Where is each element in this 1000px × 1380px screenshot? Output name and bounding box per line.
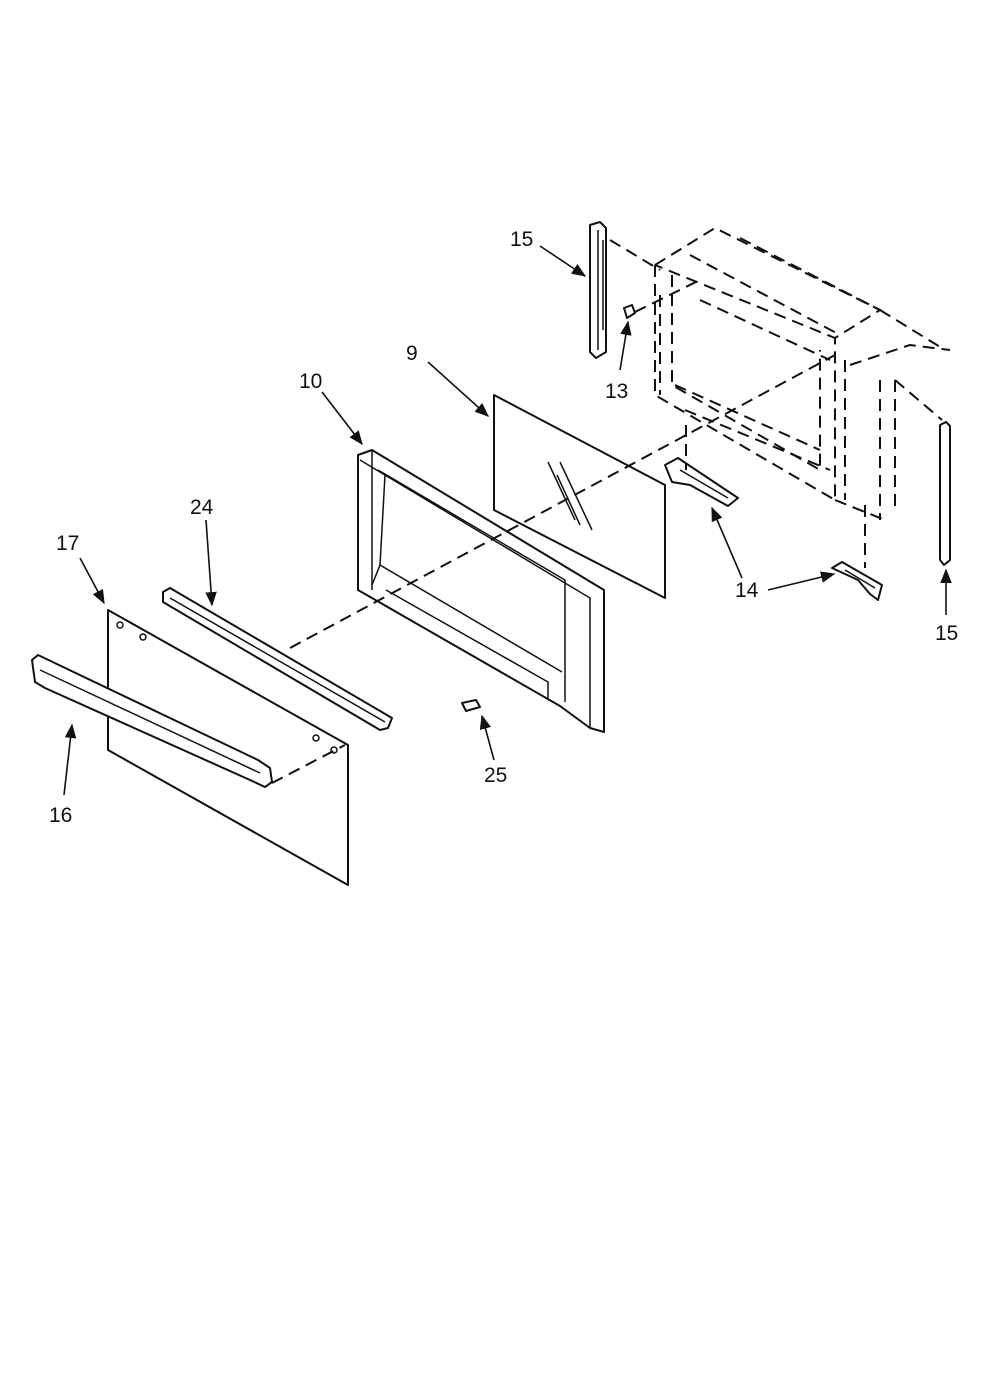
callout-25: 25 [484,764,507,787]
callout-13: 13 [605,380,628,403]
oven-cavity-outline [654,226,951,521]
callout-9: 9 [406,342,418,365]
glass-panel [493,394,666,599]
assembly-lines [271,239,943,784]
callout-16: 16 [49,804,72,827]
callout-leaders [63,245,952,796]
callout-14: 14 [735,579,759,602]
callout-17: 17 [56,532,79,555]
side-trim-strip-left [589,221,607,359]
spacer-part [461,699,481,712]
door-trim-bar [162,587,393,731]
callout-10: 10 [299,370,322,393]
hinge-bracket-lower [831,561,883,601]
door-handle [31,654,273,788]
callout-15-upper: 15 [510,228,533,251]
hinge-bracket-upper [664,457,739,507]
side-trim-strip-right [939,421,951,566]
clip-part [623,304,636,319]
callout-24: 24 [190,496,214,519]
callout-labels: 15 13 9 10 24 17 14 15 16 25 [49,228,958,827]
callout-15-lower: 15 [935,622,958,645]
inner-door-frame [357,449,605,733]
